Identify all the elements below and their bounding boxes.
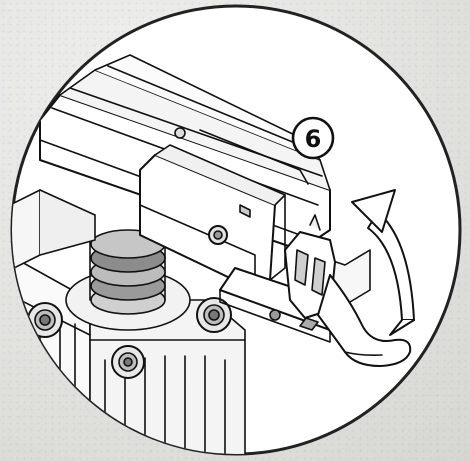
housing-bolt-left	[27, 302, 63, 338]
curved-rotation-arrow-icon	[351, 189, 415, 336]
housing-bolt-bottom	[111, 345, 145, 379]
housing-bolt-right	[196, 297, 232, 333]
step-number: 6	[305, 125, 322, 153]
clamp-lever-icon	[284, 214, 412, 367]
step-number-badge: 6	[291, 116, 335, 160]
